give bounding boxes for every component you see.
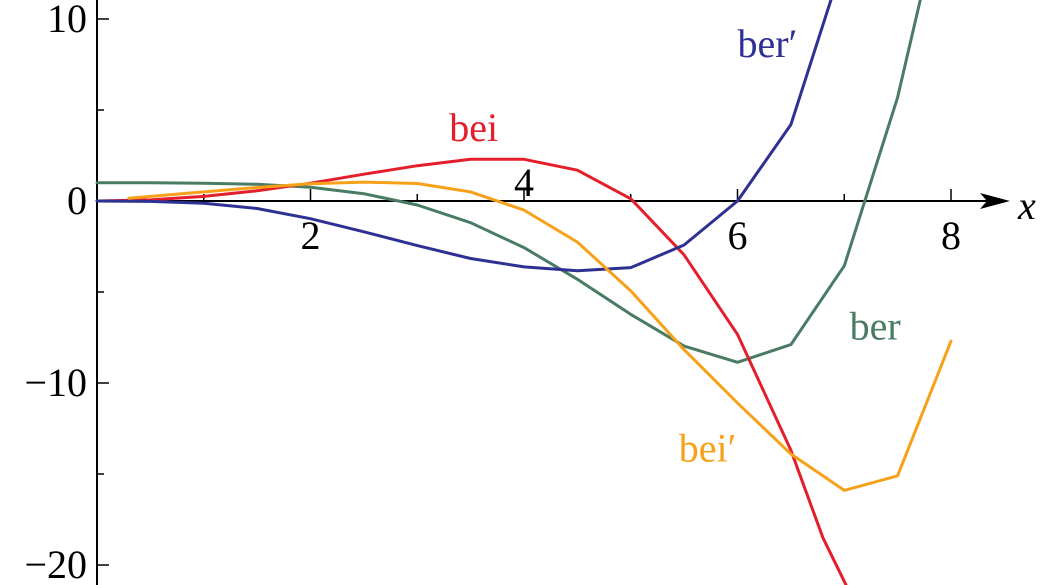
series-label: ber [850, 303, 901, 348]
series-line-2 [95, 0, 833, 273]
series-label: ber′ [738, 21, 798, 66]
series-label: bei′ [679, 425, 737, 470]
y-tick-label: −20 [24, 542, 87, 585]
series-line-3 [127, 180, 953, 492]
series-layer [95, 0, 953, 585]
y-tick-label: −10 [24, 360, 87, 405]
x-tick-label: 6 [728, 213, 748, 258]
x-axis-arrow [980, 193, 1010, 209]
series-labels: ber bei ber′ bei′ [449, 21, 900, 470]
series-line-1 [95, 157, 848, 585]
x-axis-title: x [1017, 183, 1036, 228]
series-line-0 [95, 0, 922, 364]
x-tick-label: 4 [514, 160, 534, 205]
x-tick-label: 8 [941, 213, 961, 258]
y-tick-label: 10 [47, 0, 87, 41]
axes: 10 0 −10 −20 2 4 6 8 x [24, 0, 1036, 585]
x-tick-label: 2 [301, 213, 321, 258]
series-label: bei [449, 105, 498, 150]
y-tick-label: 0 [67, 178, 87, 223]
